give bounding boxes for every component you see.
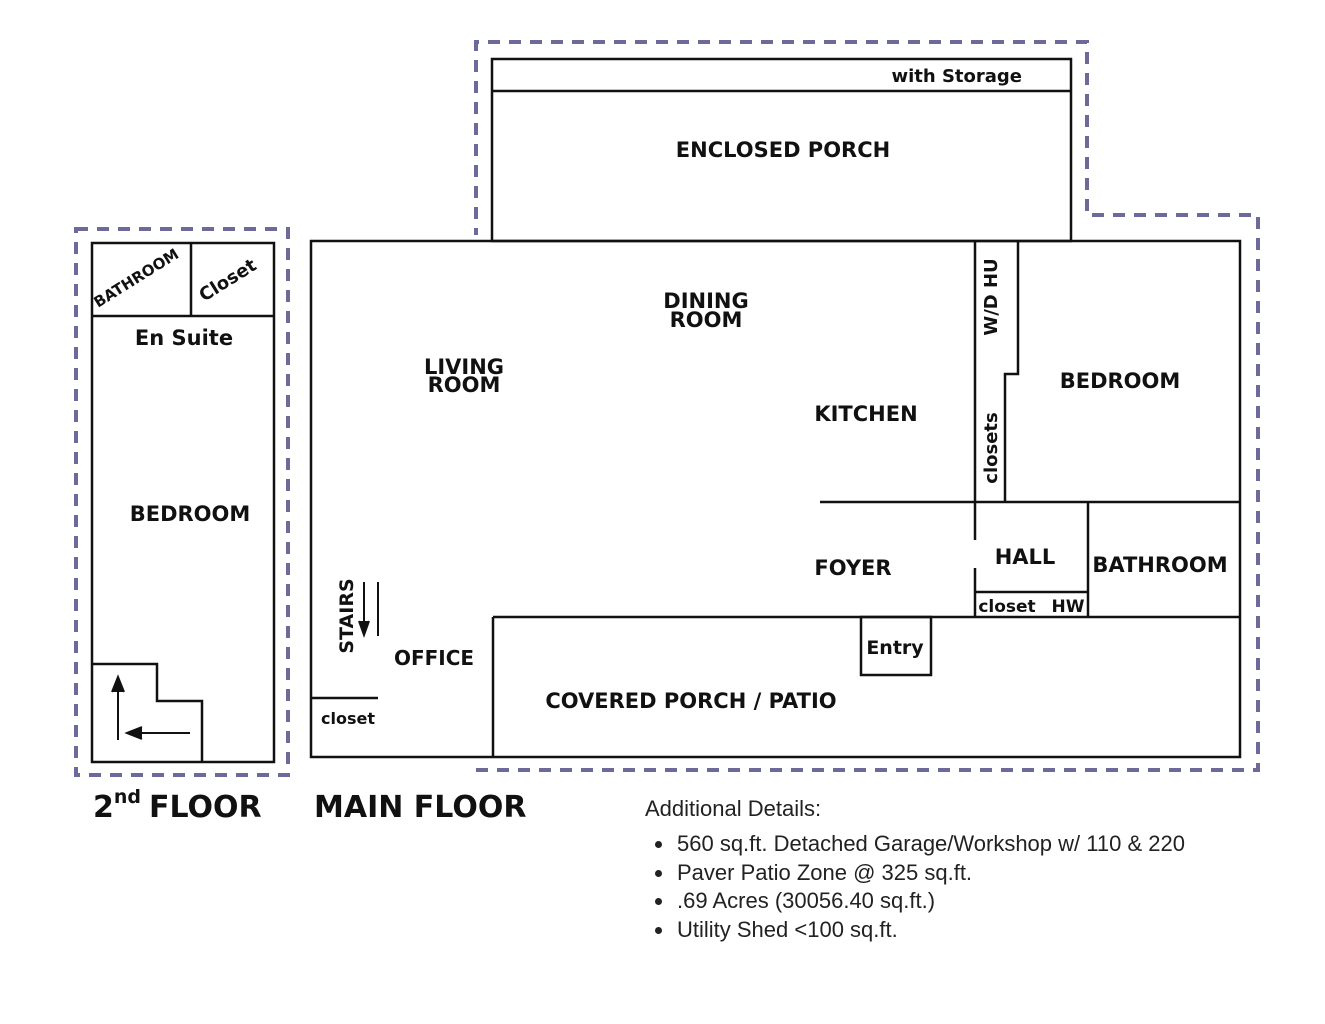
detail-item: 560 sq.ft. Detached Garage/Workshop w/ 1… <box>675 830 1185 859</box>
living-room-label-line2: ROOM <box>428 373 501 397</box>
entry-label: Entry <box>866 637 924 659</box>
main-floor-boundary <box>474 40 1260 772</box>
detail-item: Utility Shed <100 sq.ft. <box>675 916 1185 945</box>
wd-hu-label: W/D HU <box>981 258 1002 335</box>
hw-label: HW <box>1052 597 1085 617</box>
main-floor-title: MAIN FLOOR <box>314 790 526 825</box>
second-floor-title-superscript: nd <box>114 786 141 808</box>
office-label: OFFICE <box>394 646 474 670</box>
kitchen-label: KITCHEN <box>814 402 917 426</box>
main-bathroom-label: BATHROOM <box>1092 553 1227 577</box>
second-floor-walls <box>90 241 276 764</box>
hall-closet-label: closet <box>978 597 1035 617</box>
living-room-label-line1: LIVING <box>424 355 504 379</box>
office-closet-label: closet <box>321 709 375 728</box>
second-floor-title-rest: FLOOR <box>149 790 262 825</box>
main-bedroom-label: BEDROOM <box>1060 369 1181 393</box>
additional-details: Additional Details: 560 sq.ft. Detached … <box>645 796 1185 944</box>
additional-details-list: 560 sq.ft. Detached Garage/Workshop w/ 1… <box>645 830 1185 944</box>
stairs-arrows <box>358 582 379 638</box>
second-floor-title-number: 2 <box>93 790 114 825</box>
detail-item: Paver Patio Zone @ 325 sq.ft. <box>675 859 1185 888</box>
second-floor-boundary <box>74 227 290 777</box>
dashed-boundary <box>74 40 1260 777</box>
stairs-label: STAIRS <box>336 578 358 653</box>
enclosed-porch-label: ENCLOSED PORCH <box>676 138 890 162</box>
second-floor-bedroom-label: BEDROOM <box>130 502 251 526</box>
dining-room-label-line2: ROOM <box>670 308 743 332</box>
dining-room-label-line1: DINING <box>663 289 748 313</box>
main-floor-walls <box>309 57 1242 759</box>
second-floor-closet-label: Closet <box>196 255 261 307</box>
hall-label: HALL <box>995 545 1056 569</box>
detail-item: .69 Acres (30056.40 sq.ft.) <box>675 887 1185 916</box>
second-floor-stair-arrows <box>111 674 190 740</box>
second-floor-bathroom-label: BATHROOM <box>91 245 183 311</box>
second-floor-title: 2nd FLOOR <box>93 786 262 825</box>
foyer-label: FOYER <box>814 556 891 580</box>
en-suite-label: En Suite <box>135 326 233 350</box>
covered-porch-label: COVERED PORCH / PATIO <box>545 689 836 713</box>
closets-label: closets <box>981 412 1002 483</box>
additional-details-heading: Additional Details: <box>645 796 822 821</box>
with-storage-label: with Storage <box>891 66 1022 87</box>
